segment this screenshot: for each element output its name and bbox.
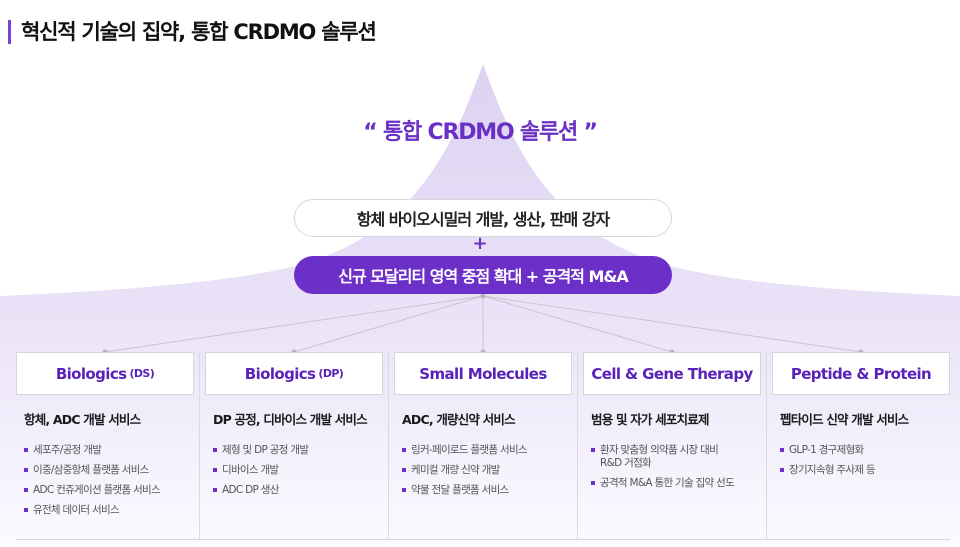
plus-icon: +: [472, 233, 488, 254]
column-list: 세포주/공정 개발 이중/삼중항체 플랫폼 서비스 ADC 컨쥬게이션 플랫폼 …: [24, 444, 194, 517]
headline: “ 통합 CRDMO 솔루션 ”: [363, 120, 598, 145]
column-divider: [199, 352, 200, 540]
list-item: 케미컬 개량 신약 개발: [402, 464, 572, 477]
title-accent-bar: [8, 20, 11, 44]
column-divider: [577, 352, 578, 540]
column-biologics-dp: Biologics(DP) DP 공정, 디바이스 개발 서비스 제형 및 DP…: [205, 352, 383, 540]
column-subtitle: 항체, ADC 개발 서비스: [24, 412, 141, 427]
column-header: Biologics(DS): [16, 352, 194, 395]
column-peptide-protein: Peptide & Protein 펩타이드 신약 개발 서비스 GLP-1 경…: [772, 352, 950, 540]
column-header: Small Molecules: [394, 352, 572, 395]
list-item: 링커-페이로드 플랫폼 서비스: [402, 444, 572, 457]
list-item: GLP-1 경구제형화: [780, 444, 950, 457]
list-item: 약물 전달 플랫폼 서비스: [402, 484, 572, 497]
column-list: 제형 및 DP 공정 개발 디바이스 개발 ADC DP 생산: [213, 444, 383, 497]
list-item: ADC 컨쥬게이션 플랫폼 서비스: [24, 484, 194, 497]
column-header: Cell & Gene Therapy: [583, 352, 761, 395]
column-small-molecules: Small Molecules ADC, 개량신약 서비스 링커-페이로드 플랫…: [394, 352, 572, 540]
column-title-suffix: (DS): [129, 367, 155, 380]
list-item: 제형 및 DP 공정 개발: [213, 444, 383, 457]
column-title-suffix: (DP): [318, 367, 344, 380]
column-title: Biologics: [55, 364, 127, 383]
list-item: 디바이스 개발: [213, 464, 383, 477]
column-cell-gene-therapy: Cell & Gene Therapy 범용 및 자가 세포치료제 환자 맞춤형…: [583, 352, 761, 540]
list-item: 이중/삼중항체 플랫폼 서비스: [24, 464, 194, 477]
column-subtitle: ADC, 개량신약 서비스: [402, 412, 516, 427]
column-list: GLP-1 경구제형화 장기지속형 주사제 등: [780, 444, 950, 477]
column-header: Peptide & Protein: [772, 352, 950, 395]
column-divider: [766, 352, 767, 540]
column-title: Biologics: [244, 364, 316, 383]
list-item: 환자 맞춤형 의약품 시장 대비 R&D 거점화: [591, 444, 741, 470]
column-subtitle: 범용 및 자가 세포치료제: [591, 412, 709, 427]
list-item: 유전체 데이터 서비스: [24, 504, 194, 517]
pill-core-strength: 항체 바이오시밀러 개발, 생산, 판매 강자: [294, 199, 672, 237]
list-item: 공격적 M&A 통한 기술 집약 선도: [591, 477, 741, 490]
list-item: ADC DP 생산: [213, 484, 383, 497]
column-subtitle: DP 공정, 디바이스 개발 서비스: [213, 412, 368, 427]
column-header: Biologics(DP): [205, 352, 383, 395]
column-title: Peptide & Protein: [790, 364, 932, 383]
column-title: Cell & Gene Therapy: [591, 364, 753, 383]
column-list: 환자 맞춤형 의약품 시장 대비 R&D 거점화 공격적 M&A 통한 기술 집…: [591, 444, 741, 490]
list-item: 장기지속형 주사제 등: [780, 464, 950, 477]
column-title: Small Molecules: [419, 364, 547, 383]
bottom-rule: [16, 539, 950, 540]
column-divider: [388, 352, 389, 540]
page-title: 혁신적 기술의 집약, 통합 CRDMO 솔루션: [21, 20, 377, 44]
list-item: 세포주/공정 개발: [24, 444, 194, 457]
pill-expansion-strategy: 신규 모달리티 영역 중점 확대 + 공격적 M&A: [294, 256, 672, 294]
column-list: 링커-페이로드 플랫폼 서비스 케미컬 개량 신약 개발 약물 전달 플랫폼 서…: [402, 444, 572, 497]
column-subtitle: 펩타이드 신약 개발 서비스: [780, 412, 909, 427]
column-biologics-ds: Biologics(DS) 항체, ADC 개발 서비스 세포주/공정 개발 이…: [16, 352, 194, 540]
